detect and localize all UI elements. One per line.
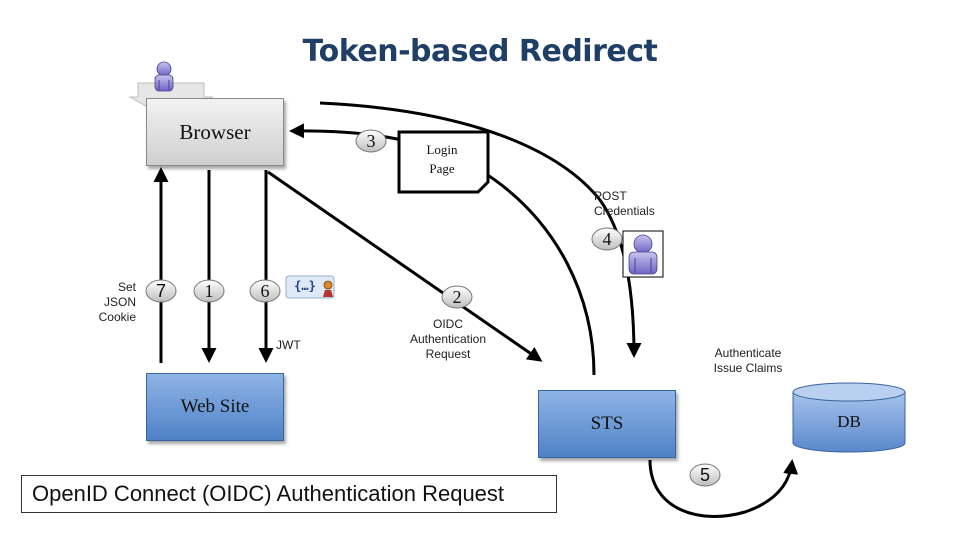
step-7-badge: 7 (155, 281, 166, 301)
authenticate-label: Authenticate Issue Claims (713, 346, 783, 375)
db-cylinder (792, 382, 906, 453)
json-token-icon (285, 275, 335, 299)
step-1-badge: 1 (204, 281, 214, 301)
login-page-label: Login Page (426, 142, 458, 176)
post-credentials-label: POST Credentials (594, 189, 655, 218)
sts-node: STS (538, 390, 676, 458)
browser-node: Browser (146, 98, 284, 166)
oidc-request-label: OIDC Authentication Request (409, 317, 487, 361)
step-3-badge: 3 (366, 131, 376, 151)
arrow-step-4 (319, 101, 642, 358)
arrow-step-2 (267, 170, 543, 362)
step-4-badge: 4 (602, 229, 612, 249)
db-node-label: DB (837, 412, 861, 431)
step-5-badge: 5 (699, 465, 710, 485)
diagram-title: Token-based Redirect (302, 34, 658, 69)
user-icon (154, 61, 174, 92)
json-token-text: {…} (294, 279, 316, 293)
jwt-label: JWT (276, 338, 301, 352)
step-6-badge: 6 (260, 281, 270, 301)
caption-box: OpenID Connect (OIDC) Authentication Req… (21, 475, 557, 513)
website-node: Web Site (146, 373, 284, 441)
badge-shapes (145, 129, 721, 487)
set-json-cookie-label: Set JSON Cookie (98, 280, 136, 324)
login-page-document (397, 130, 490, 194)
arrow-step-5 (648, 459, 799, 518)
step-2-badge: 2 (452, 287, 462, 307)
user-icon (622, 230, 664, 278)
